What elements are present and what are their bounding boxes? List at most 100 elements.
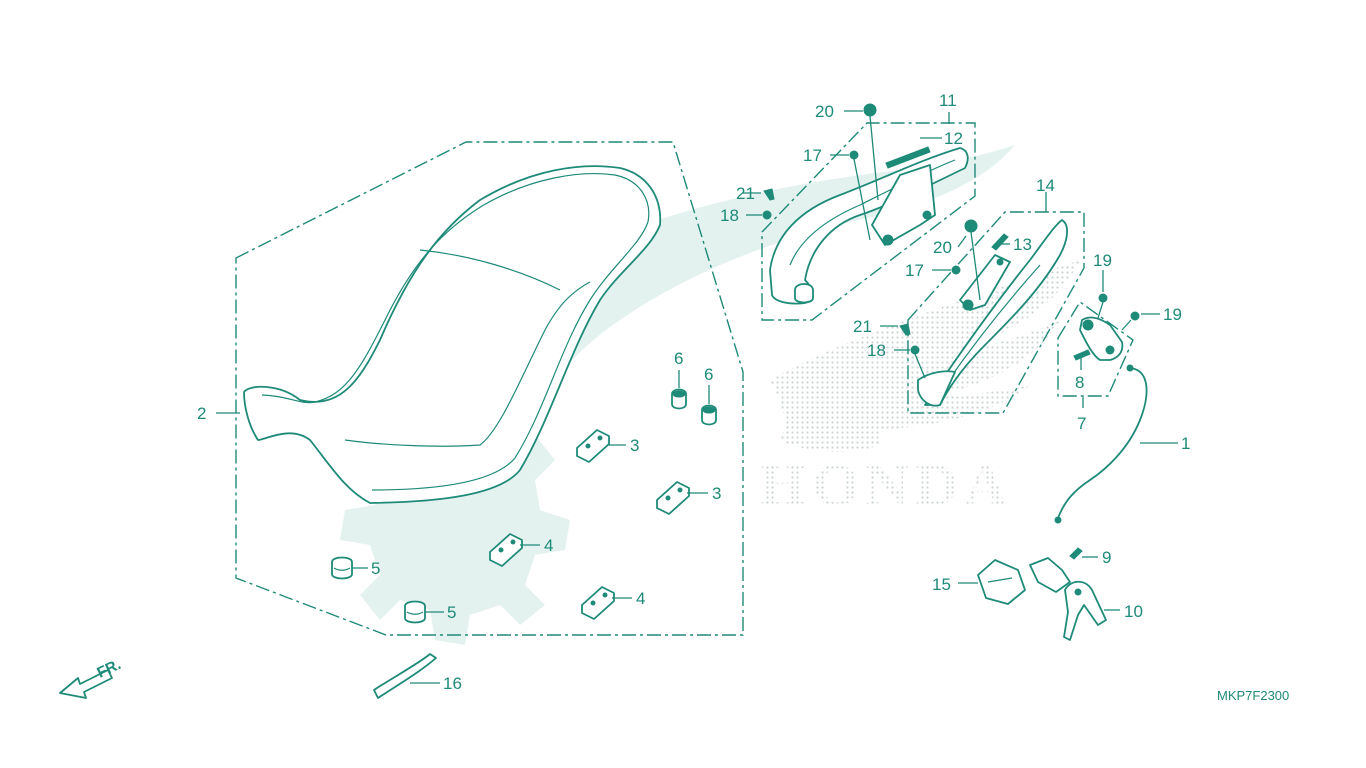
grab-rail-frame: [761, 122, 976, 321]
svg-text:11: 11: [939, 91, 957, 110]
callout-20-upper: 20: [815, 102, 863, 121]
callout-16: 16: [443, 674, 462, 693]
washer-18-upper: [762, 210, 772, 220]
svg-text:7: 7: [1077, 414, 1086, 433]
bolt-20-upper: [863, 103, 877, 117]
callout-5-upper: 5: [352, 559, 380, 578]
seat-lock-group: [1057, 293, 1140, 397]
svg-text:19: 19: [1093, 251, 1112, 270]
callout-2: 2: [197, 404, 240, 423]
callout-21-lower: 21: [853, 317, 898, 336]
grab-rail-group: [761, 122, 976, 321]
nut-17-upper: [849, 150, 859, 160]
seat-group: 2 6 6 3 3 4 4 5: [197, 141, 744, 636]
seat-lock-callouts: 19 19 8 7: [1075, 251, 1182, 433]
screw-9: [1069, 547, 1083, 560]
bolt-19-left: [1098, 293, 1108, 303]
svg-text:13: 13: [1013, 235, 1032, 254]
callout-19-top: 19: [1093, 251, 1112, 292]
diagram-code: MKP7F2300: [1217, 688, 1289, 703]
callout-11: 11: [939, 91, 957, 124]
emblem-13: [991, 233, 1009, 251]
cushion-5-lower: [404, 600, 426, 624]
emblem-12: [885, 146, 931, 169]
seat-rider-panel: [344, 281, 591, 447]
callout-15: 15: [932, 575, 951, 594]
svg-text:2: 2: [197, 404, 206, 423]
washer-18-lower: [910, 345, 920, 355]
strap-16: 16: [373, 653, 462, 699]
bolt-20-lower: [964, 219, 978, 233]
callout-17-upper: 17: [803, 146, 849, 165]
svg-text:19: 19: [1163, 305, 1182, 324]
svg-text:3: 3: [630, 436, 639, 455]
callout-9: 9: [1102, 548, 1111, 567]
callout-4-upper: 4: [520, 536, 553, 555]
callout-10: 10: [1124, 602, 1143, 621]
callout-21-upper: 21: [736, 184, 761, 203]
svg-text:5: 5: [447, 603, 456, 622]
svg-text:20: 20: [933, 238, 952, 257]
callout-6-left: 6: [674, 349, 683, 388]
svg-text:21: 21: [736, 184, 755, 203]
callout-7: 7: [1077, 397, 1086, 433]
bracket-4-lower: [581, 586, 615, 620]
callout-4-lower: 4: [612, 589, 645, 608]
rubber-6-right: [701, 404, 717, 426]
key-10: [1063, 580, 1107, 641]
seat-outline: [243, 165, 662, 504]
key-set-group: 9 10 15: [932, 547, 1143, 641]
cushion-5-upper: [331, 556, 353, 580]
svg-text:5: 5: [371, 559, 380, 578]
key-cylinder-10: [1029, 557, 1071, 593]
callout-19-right: 19: [1141, 305, 1182, 324]
svg-text:18: 18: [867, 341, 886, 360]
hardware-upper: [762, 103, 879, 241]
seat-step-line: [419, 249, 561, 291]
rear-cowl-frame: [907, 211, 1085, 414]
svg-text:18: 18: [720, 206, 739, 225]
callout-18-lower: 18: [867, 341, 910, 360]
svg-text:4: 4: [544, 536, 553, 555]
cable-line: [1057, 367, 1148, 519]
grab-rail-callouts: 11 12 20 17 21 18: [720, 91, 963, 225]
rear-cowl-lower: [917, 370, 956, 407]
callout-18-upper: 18: [720, 206, 762, 225]
watermark-honda-text: HONDA: [760, 452, 1013, 518]
bracket-4-upper: [489, 533, 523, 567]
callout-14: 14: [1036, 176, 1055, 212]
seat-side-seam: [371, 221, 649, 491]
seat-group-frame: [235, 141, 744, 636]
svg-text:20: 20: [815, 102, 834, 121]
rubber-6-left: [671, 388, 687, 410]
svg-text:4: 4: [636, 589, 645, 608]
rear-cowl-group: [907, 211, 1085, 414]
callout-5-lower: 5: [425, 603, 456, 622]
spring-8: [1073, 349, 1091, 361]
rear-cowl-body: [924, 219, 1068, 406]
rear-cowl-callouts: 14 13 20 17 21 18: [853, 176, 1055, 360]
svg-text:17: 17: [905, 261, 924, 280]
callout-8: 8: [1075, 358, 1084, 392]
grab-rail-bracket: [871, 164, 936, 246]
callout-1: 1: [1181, 434, 1190, 453]
bracket-3-lower: [656, 481, 690, 515]
svg-text:14: 14: [1036, 176, 1055, 195]
hardware-lower: [899, 219, 981, 379]
key-cover-15: [977, 559, 1026, 605]
front-direction-marker: FR.: [59, 656, 124, 699]
callout-13: 13: [1000, 235, 1032, 254]
callout-3-lower: 3: [687, 484, 721, 503]
grab-rail-body: [769, 147, 969, 305]
front-label: FR.: [95, 656, 124, 682]
seat-upper-seam: [261, 173, 650, 404]
seat-lock-frame: [1057, 300, 1134, 397]
callout-12: 12: [920, 129, 963, 148]
svg-text:12: 12: [944, 129, 963, 148]
svg-text:6: 6: [674, 349, 683, 368]
svg-text:8: 8: [1075, 373, 1084, 392]
callout-3-upper: 3: [607, 436, 639, 455]
bracket-3-upper: [576, 429, 610, 463]
front-arrow-icon: [59, 669, 113, 699]
